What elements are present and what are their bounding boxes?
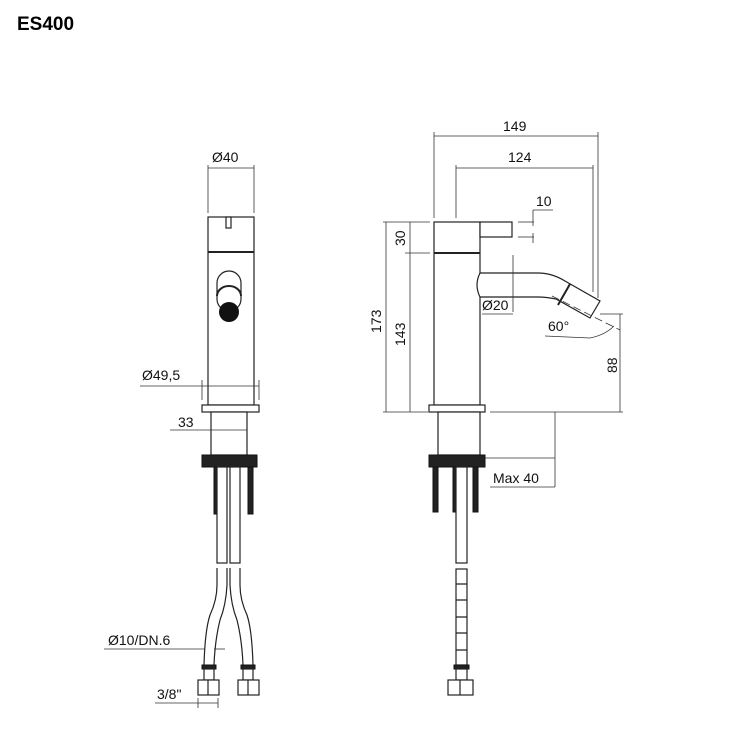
- drawing-line: [472, 466, 479, 513]
- side-mount-plate: [428, 454, 486, 468]
- side-stem: [437, 411, 481, 456]
- front-mount-plate: [201, 454, 258, 468]
- side-view: [428, 221, 621, 696]
- drawing-line: [229, 568, 254, 666]
- front-stem: [210, 411, 248, 456]
- dim-60deg: 60°: [548, 318, 569, 334]
- side-dimensions: 149 124 10 173 30 143 Ø20 60° 88 Max 40: [368, 118, 623, 488]
- drawing-line: [242, 668, 254, 681]
- drawing-line: [557, 283, 571, 306]
- side-hose: [455, 466, 468, 564]
- dim-88: 88: [604, 357, 620, 373]
- front-flange: [201, 404, 260, 413]
- dim-30: 30: [392, 230, 408, 246]
- aerator-circle: [219, 302, 239, 322]
- dim-d40: Ø40: [212, 149, 239, 165]
- drawing-line: [216, 285, 242, 297]
- drawing-line: [551, 295, 621, 331]
- dim-d49-5: Ø49,5: [142, 367, 180, 383]
- side-body: [433, 221, 481, 406]
- lever-notch: [225, 216, 232, 229]
- front-view: [197, 216, 260, 696]
- dim-hose: Ø10/DN.6: [108, 632, 170, 648]
- drawing-line: [432, 466, 439, 513]
- drawing-line: [203, 568, 228, 666]
- dim-124: 124: [508, 149, 532, 165]
- dim-143: 143: [392, 322, 408, 346]
- dim-d20: Ø20: [482, 297, 509, 313]
- drawing-line: [544, 325, 615, 339]
- dim-thread: 3/8": [157, 686, 181, 702]
- drawing-line: [456, 583, 467, 651]
- front-dimensions: Ø40 Ø49,5 33 Ø10/DN.6 3/8": [104, 149, 260, 708]
- dim-max40: Max 40: [493, 470, 539, 486]
- dim-149: 149: [503, 118, 527, 134]
- side-flange: [428, 404, 486, 413]
- dim-173: 173: [368, 309, 384, 333]
- drawing-line: [203, 668, 215, 681]
- hose-right: [229, 466, 241, 564]
- drawing-line: [247, 466, 254, 515]
- dim-10: 10: [536, 193, 552, 209]
- hose-left: [216, 466, 228, 564]
- dim-33: 33: [178, 414, 194, 430]
- lever: [479, 221, 513, 238]
- drawing-line: [455, 668, 468, 681]
- product-code-title: ES400: [17, 14, 75, 35]
